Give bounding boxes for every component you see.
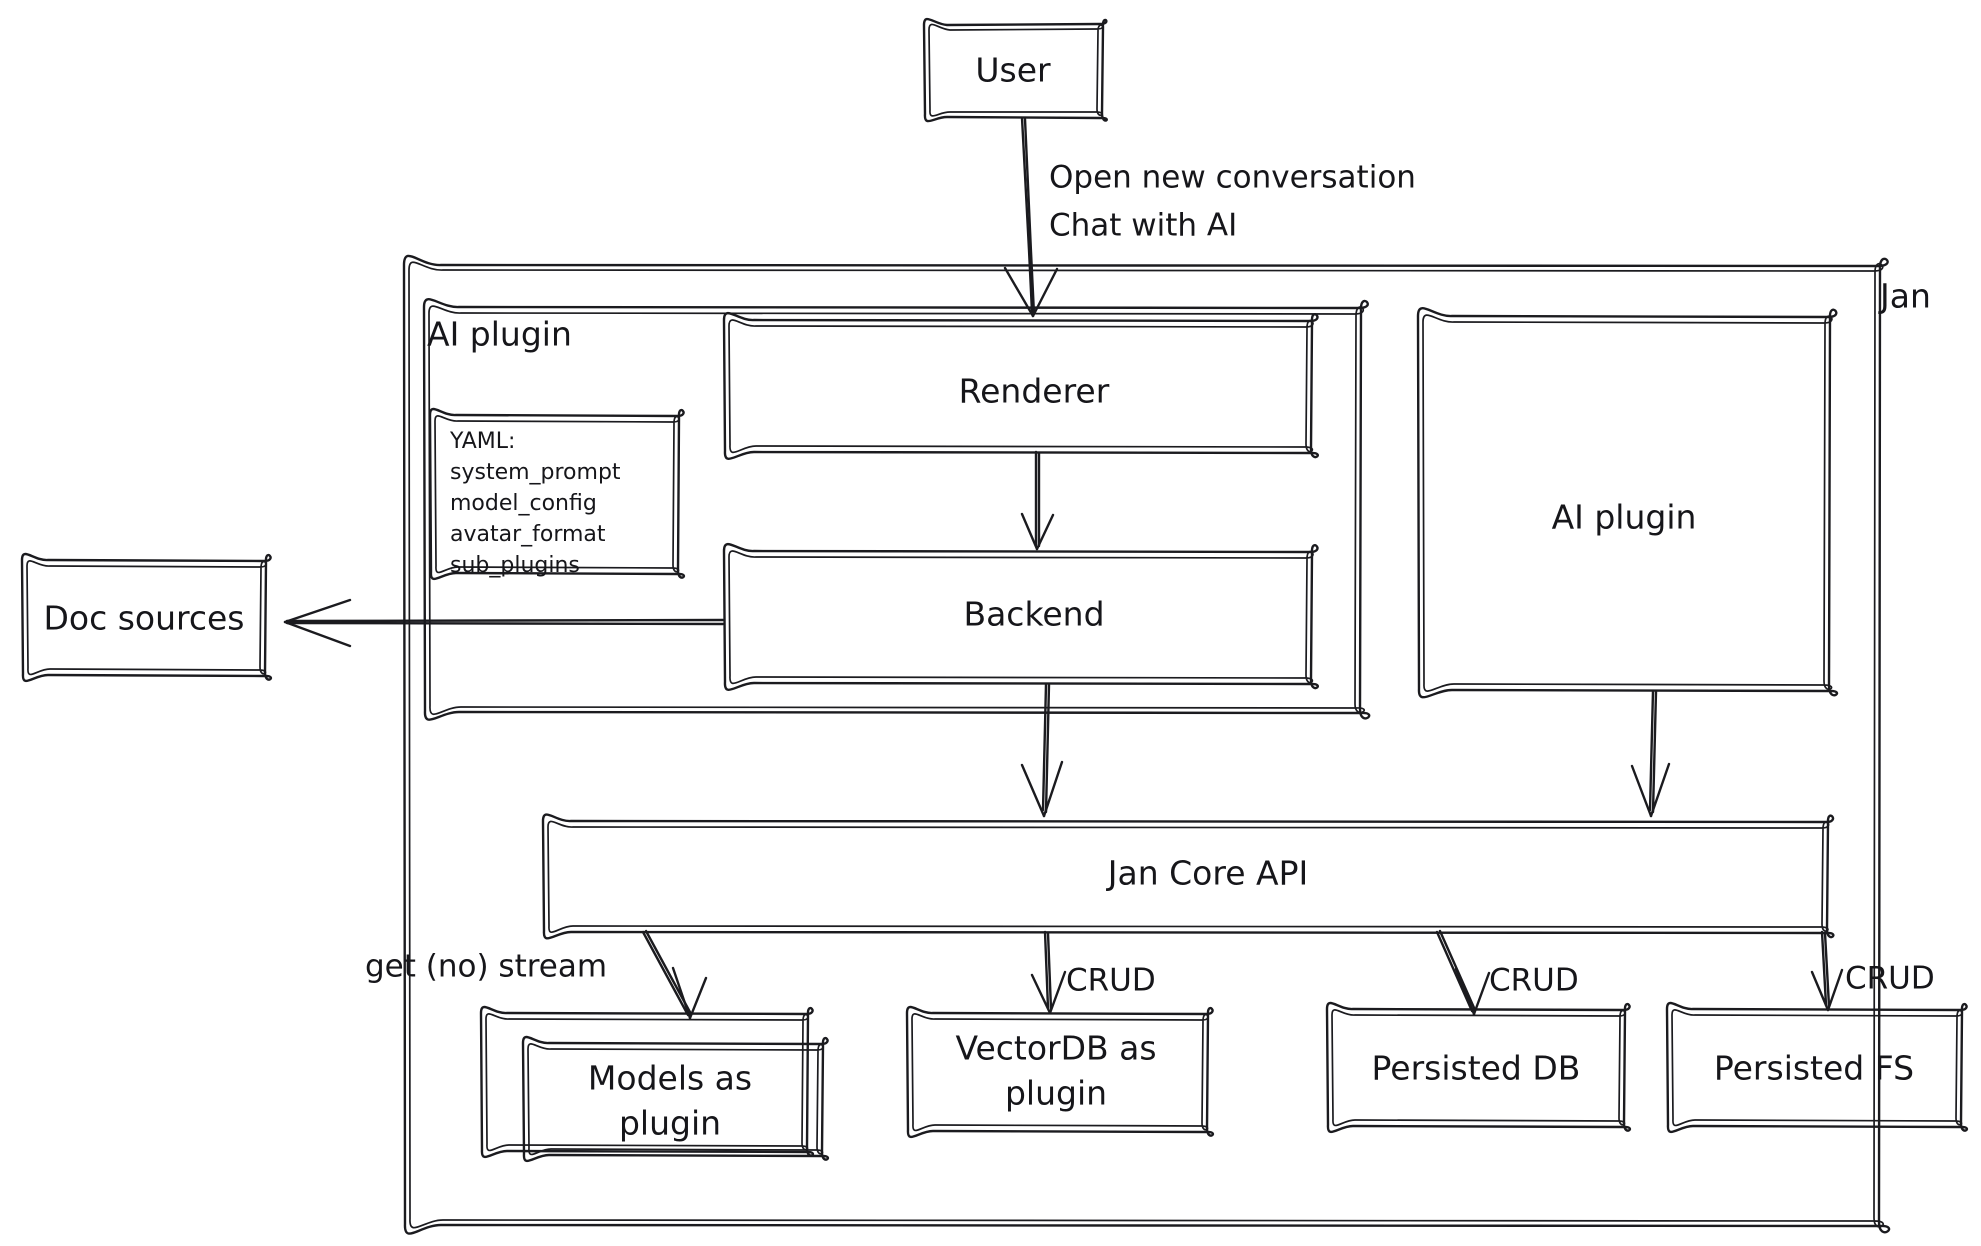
node-jan-core-api-box[interactable]: [541, 813, 1835, 940]
edge-api-to-vectordb: [1030, 930, 1067, 1015]
edge-api-to-models: [641, 929, 708, 1020]
node-doc-sources-label: Doc sources: [43, 599, 244, 638]
edge-api-to-persisted-fs: [1810, 930, 1844, 1012]
edge-ai-plugin-to-jan-core-api: [1630, 689, 1671, 818]
node-vectordb-as-plugin-label-line2: plugin: [1005, 1074, 1107, 1113]
node-user-label: User: [975, 51, 1051, 90]
container-jan: [402, 254, 1891, 1235]
node-vectordb-as-plugin-label-line1: VectorDB as: [955, 1029, 1156, 1068]
edge-label-api-to-vectordb: CRUD: [1066, 963, 1156, 999]
edge-label-api-to-persisted-db: CRUD: [1489, 963, 1579, 999]
edge-label-api-to-persisted-fs: CRUD: [1845, 961, 1935, 997]
container-jan-label: Jan: [1878, 277, 1931, 316]
yaml-item-system-prompt: system_prompt: [450, 460, 621, 485]
node-models-as-plugin-box-back: [479, 1005, 815, 1159]
yaml-item-model-config: model_config: [450, 491, 597, 516]
edge-backend-to-doc-sources: [283, 598, 725, 648]
node-backend-label: Backend: [963, 595, 1104, 634]
node-user-box[interactable]: [922, 17, 1108, 123]
container-ai-plugin-group-label: AI plugin: [427, 315, 572, 354]
node-doc-sources-box[interactable]: [20, 552, 273, 683]
yaml-item-avatar-format: avatar_format: [450, 522, 606, 547]
edge-backend-to-jan-core-api: [1020, 682, 1064, 818]
node-ai-plugin-right-label: AI plugin: [1552, 498, 1697, 537]
edge-label-api-to-models: get (no) stream: [365, 949, 607, 985]
node-models-as-plugin-label-line2: plugin: [619, 1104, 721, 1143]
node-yaml-config-box[interactable]: [428, 407, 686, 581]
node-persisted-fs-box[interactable]: [1665, 1001, 1969, 1134]
edge-api-to-persisted-db: [1435, 929, 1491, 1016]
edge-label-user-to-renderer-line1: Open new conversation: [1049, 160, 1416, 196]
edge-user-to-renderer: [1003, 116, 1059, 318]
container-ai-plugin-group: [422, 298, 1371, 721]
yaml-header-label: YAML:: [449, 429, 515, 454]
node-models-as-plugin-box[interactable]: [521, 1035, 830, 1163]
node-ai-plugin-right-box[interactable]: [1416, 307, 1839, 699]
node-renderer-label: Renderer: [959, 372, 1110, 411]
node-vectordb-as-plugin-box[interactable]: [905, 1005, 1215, 1139]
node-persisted-fs-label: Persisted FS: [1714, 1049, 1914, 1088]
edge-label-user-to-renderer-line2: Chat with AI: [1049, 208, 1237, 244]
node-persisted-db-box[interactable]: [1325, 1001, 1632, 1134]
node-jan-core-api-label: Jan Core API: [1106, 854, 1308, 893]
node-persisted-db-label: Persisted DB: [1372, 1049, 1581, 1088]
node-models-as-plugin-label-line1: Models as: [588, 1059, 752, 1098]
node-renderer-box[interactable]: [722, 312, 1319, 460]
edge-renderer-to-backend: [1020, 450, 1055, 551]
node-backend-box[interactable]: [722, 543, 1319, 691]
yaml-item-sub-plugins: sub_plugins: [450, 553, 580, 578]
